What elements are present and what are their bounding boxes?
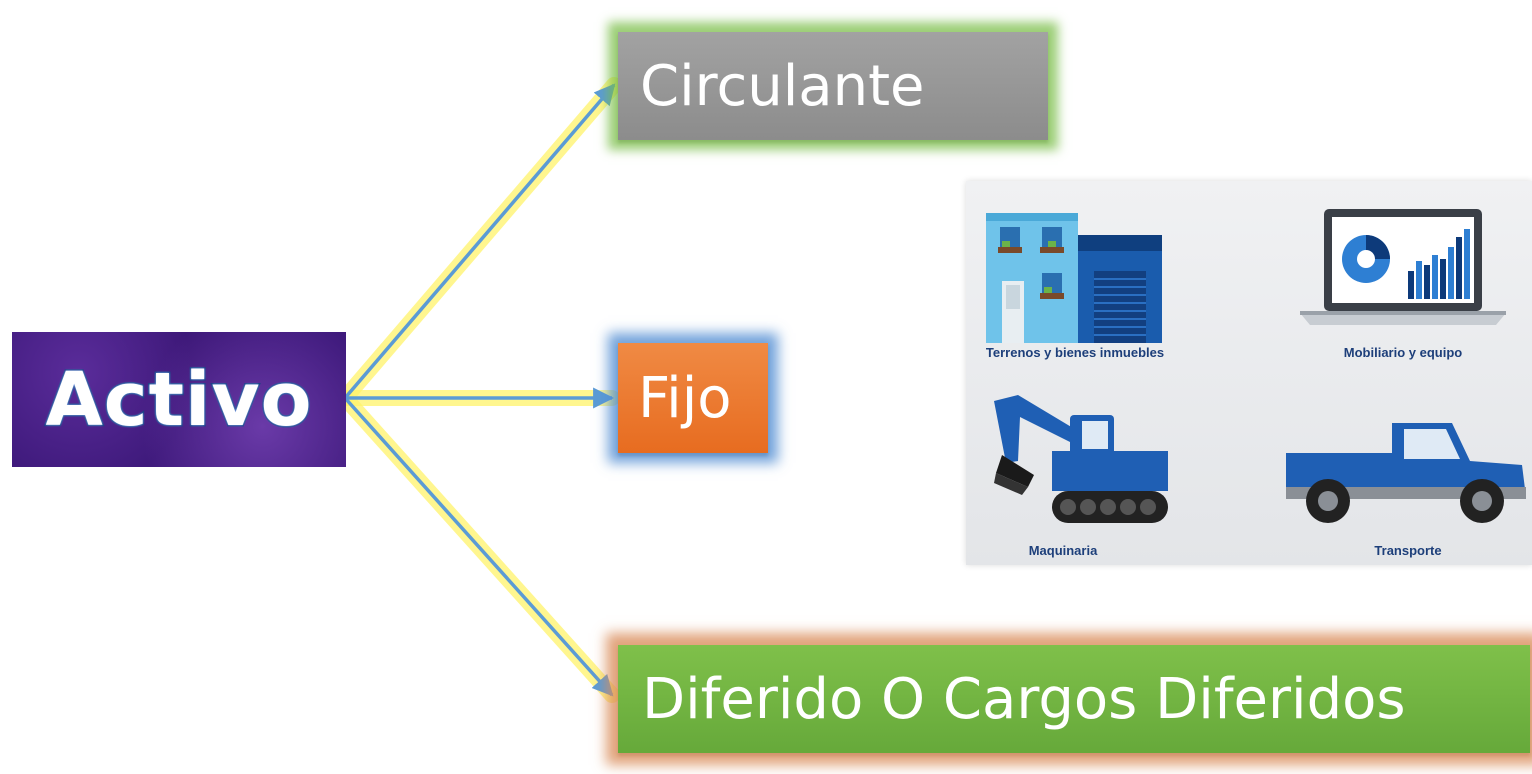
arrow-to-diferido	[343, 396, 614, 697]
branch-node-fijo: Fijo	[618, 343, 768, 453]
fixed-assets-image: Terrenos y bienes inmuebles Mobiliario y…	[966, 181, 1532, 565]
branch-label-diferido: Diferido O Cargos Diferidos	[642, 666, 1406, 732]
excavator-icon	[994, 395, 1168, 523]
branch-label-circulante: Circulante	[640, 53, 925, 119]
root-node-activo: Activo	[12, 332, 346, 467]
asset-label-mobiliario: Mobiliario y equipo	[1343, 345, 1463, 360]
root-label: Activo	[44, 355, 313, 444]
asset-label-terrenos: Terrenos y bienes inmuebles	[985, 345, 1165, 360]
building-icon	[986, 213, 1162, 343]
pickup-truck-icon	[1286, 423, 1526, 523]
laptop-chart-icon	[1300, 209, 1506, 325]
arrow-glows	[337, 77, 622, 703]
arrow-to-circulante	[343, 83, 616, 400]
asset-label-transporte: Transporte	[1374, 543, 1442, 558]
branch-label-fijo: Fijo	[638, 365, 732, 431]
branch-node-circulante: Circulante	[618, 32, 1048, 140]
branch-node-diferido: Diferido O Cargos Diferidos	[618, 645, 1530, 753]
asset-label-maquinaria: Maquinaria	[1028, 543, 1098, 558]
